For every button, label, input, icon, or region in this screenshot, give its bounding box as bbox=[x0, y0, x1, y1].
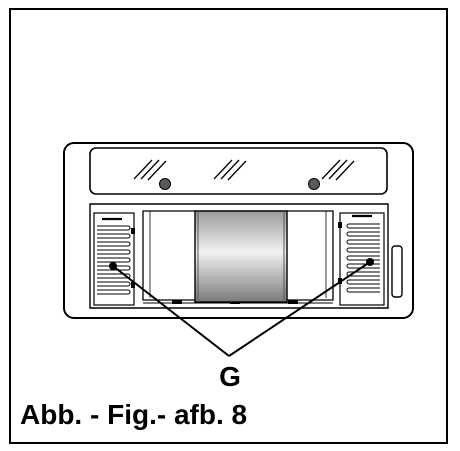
leader-line-right bbox=[228, 261, 371, 357]
top-window-panel bbox=[89, 147, 388, 195]
lower-body-outline bbox=[89, 203, 389, 309]
right-vent-panel bbox=[338, 212, 385, 306]
glass-reflection-marks bbox=[133, 159, 355, 181]
figure-frame bbox=[9, 8, 448, 444]
leader-line-left bbox=[112, 265, 230, 357]
callout-label-g: G bbox=[219, 361, 241, 392]
right-indicator-dot bbox=[308, 178, 320, 190]
figure-caption: Abb. - Fig.- afb. 8 bbox=[20, 399, 248, 430]
roller-drum bbox=[194, 210, 288, 303]
left-vent-panel bbox=[93, 212, 135, 306]
left-indicator-dot bbox=[159, 178, 171, 190]
side-latch bbox=[391, 245, 403, 298]
